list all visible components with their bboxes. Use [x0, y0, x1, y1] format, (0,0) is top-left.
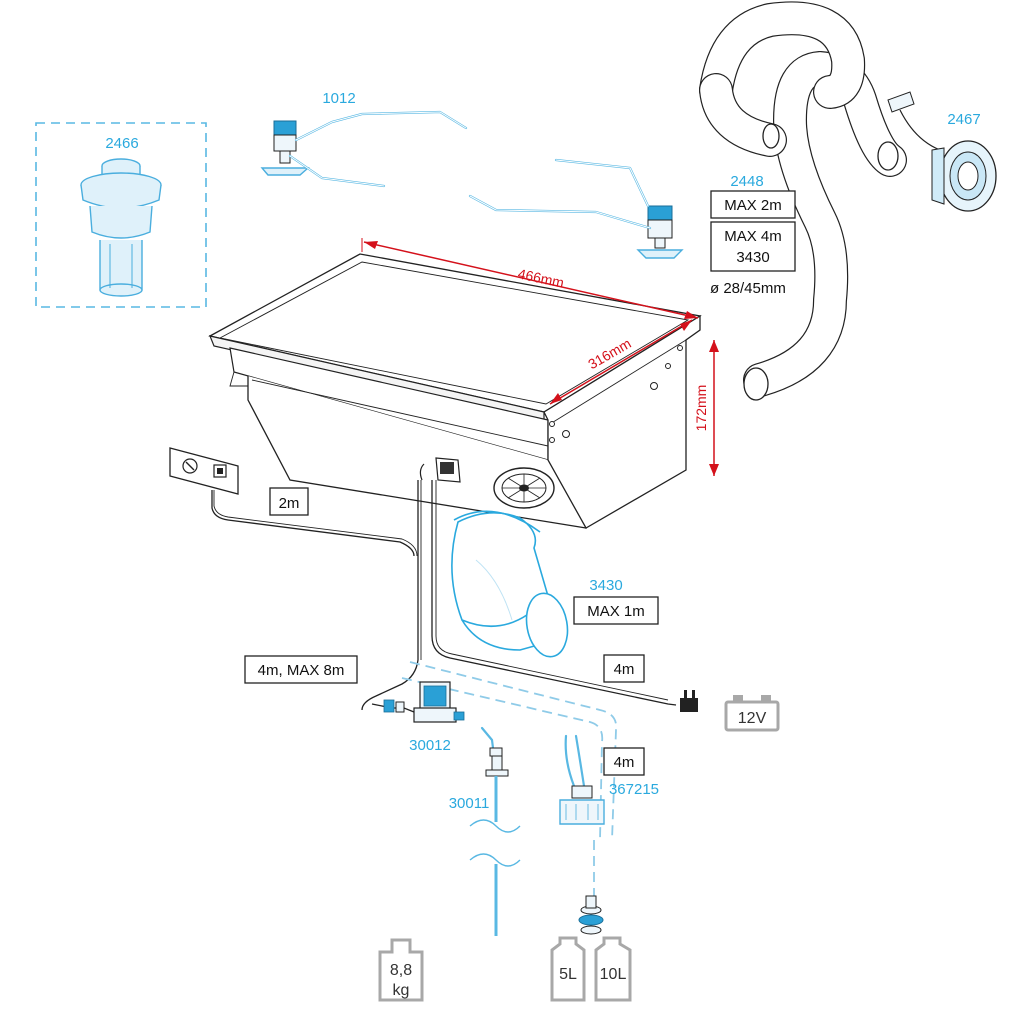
- tank-5l-label: 5L: [559, 966, 577, 983]
- part-30012-group: 30012: [371, 681, 465, 754]
- dimension-height-label: 172mm: [693, 385, 709, 432]
- dimension-height: 172mm: [693, 340, 719, 476]
- dashed-optional-box: [35, 122, 207, 308]
- fuse-icon: [680, 690, 698, 712]
- part-30011-group: 30011: [449, 726, 521, 936]
- fuel-4m-box: [603, 747, 645, 776]
- part-2467-group: 2467: [887, 91, 997, 212]
- cable-2m-box: [269, 487, 309, 516]
- fuel-pump-solenoid-icon: [371, 681, 465, 723]
- control-panel-group: 2m: [169, 447, 418, 557]
- fuel-pump-icon-right: [636, 205, 684, 259]
- exhaust-flange-icon: [887, 91, 997, 212]
- connector-block: [419, 457, 461, 483]
- tank-5l-icon: 5L: [550, 936, 586, 1002]
- max-1m-label: MAX 1m: [587, 603, 645, 620]
- max-4m-label: MAX 4m: [724, 228, 782, 245]
- diameter-label: ø 28/45mm: [710, 280, 786, 297]
- part-number-2448: 2448: [730, 173, 763, 190]
- max-1m-box: [573, 596, 659, 625]
- part-367215-group: 4m 367215: [559, 734, 659, 935]
- cable-4m-label: 4m: [614, 661, 635, 678]
- fuel-pump-icon-left: [260, 120, 310, 176]
- part-number-1012: 1012: [322, 90, 355, 107]
- max-2m-box: [710, 190, 796, 219]
- tank-adapter-icon: [578, 895, 604, 935]
- tank-10l-icon: 10L: [594, 936, 632, 1002]
- part-2448-group: 2448 MAX 2m MAX 4m 3430 ø 28/45mm: [699, 1, 907, 401]
- fuel-4m-label: 4m: [614, 754, 635, 771]
- heater-unit: 466mm 316mm 172mm: [208, 238, 719, 529]
- max-4m-sub-label: 3430: [736, 249, 769, 266]
- control-panel: [169, 447, 239, 495]
- intake-cap-icon: [80, 158, 162, 297]
- lines-group: 4m, MAX 8m 4m 12V: [244, 480, 780, 900]
- part-number-2467: 2467: [947, 111, 980, 128]
- part-number-3430: 3430: [589, 577, 622, 594]
- part-number-2466: 2466: [105, 135, 138, 152]
- fan-icon: [493, 467, 555, 509]
- pipe-4m-max8m-box: [244, 655, 358, 684]
- pipe-4m-max8m-label: 4m, MAX 8m: [258, 662, 345, 679]
- tank-10l-label: 10L: [600, 966, 627, 983]
- weight-icon: 8,8 kg: [378, 938, 424, 1002]
- voltage-label: 12V: [738, 710, 767, 727]
- part-3430-group: 3430 MAX 1m: [451, 510, 659, 658]
- part-number-367215: 367215: [609, 781, 659, 798]
- max-4m-box: [710, 221, 796, 272]
- cable-2m-label: 2m: [279, 495, 300, 512]
- part-number-30011: 30011: [449, 795, 490, 812]
- weight-value: 8,8: [390, 962, 412, 979]
- part-2466-group: 2466: [35, 122, 207, 308]
- cable-4m-box: [603, 654, 645, 683]
- max-2m-label: MAX 2m: [724, 197, 782, 214]
- battery-12v-icon: 12V: [724, 695, 780, 732]
- part-number-30012: 30012: [409, 737, 451, 754]
- weight-unit: kg: [393, 982, 410, 999]
- part-1012-group: 1012: [260, 90, 684, 259]
